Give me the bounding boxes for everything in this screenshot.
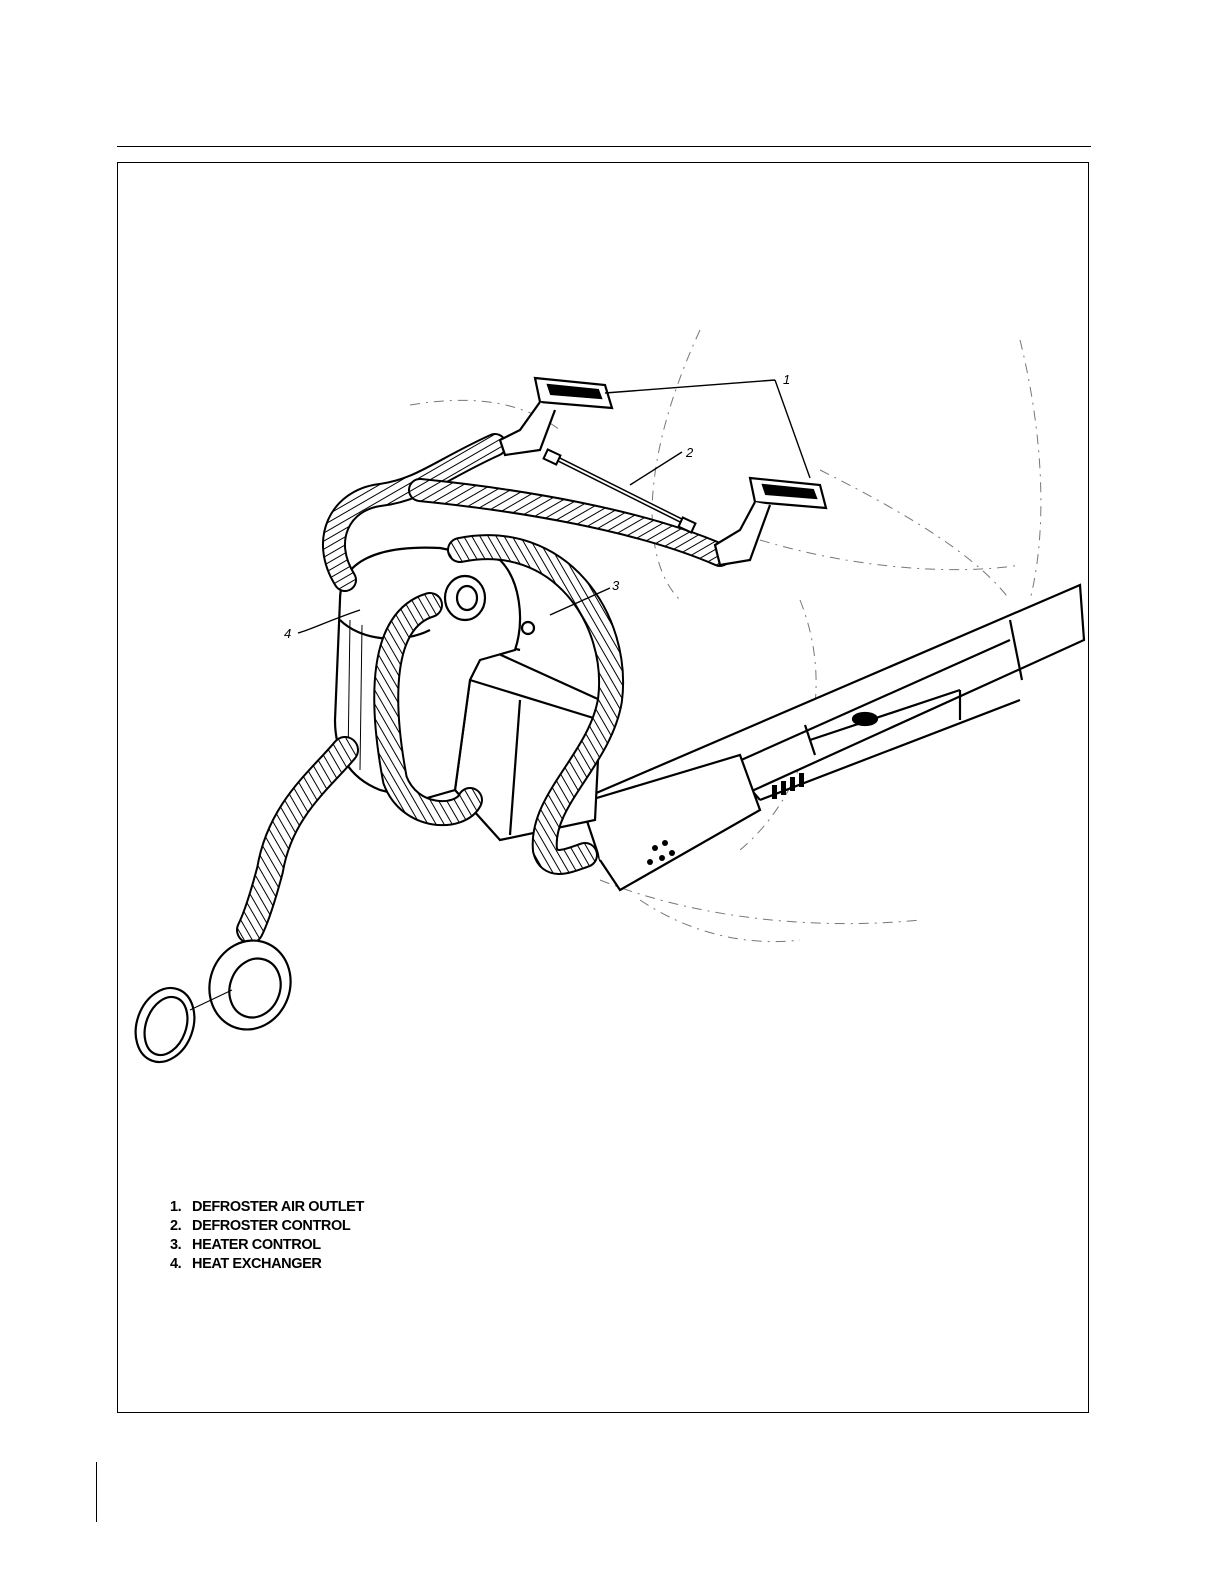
callout-2: 2 <box>685 445 694 460</box>
legend-label: DEFROSTER CONTROL <box>192 1218 350 1234</box>
legend-item: 1.DEFROSTER AIR OUTLET <box>170 1198 364 1217</box>
legend-number: 4. <box>170 1255 192 1274</box>
legend-item: 2.DEFROSTER CONTROL <box>170 1217 364 1236</box>
legend-number: 2. <box>170 1217 192 1236</box>
legend-item: 3.HEATER CONTROL <box>170 1236 364 1255</box>
legend-label: HEATER CONTROL <box>192 1237 321 1253</box>
legend-label: HEAT EXCHANGER <box>192 1256 321 1272</box>
callout-4: 4 <box>284 626 291 641</box>
callout-1: 1 <box>783 372 790 387</box>
cabin-air-register <box>126 929 303 1070</box>
legend-item: 4.HEAT EXCHANGER <box>170 1255 364 1274</box>
legend-label: DEFROSTER AIR OUTLET <box>192 1199 364 1215</box>
callout-3: 3 <box>612 578 620 593</box>
floor-heat-duct <box>580 585 1084 890</box>
legend-number: 1. <box>170 1198 192 1217</box>
legend-number: 3. <box>170 1236 192 1255</box>
parts-legend: 1.DEFROSTER AIR OUTLET 2.DEFROSTER CONTR… <box>170 1198 364 1274</box>
